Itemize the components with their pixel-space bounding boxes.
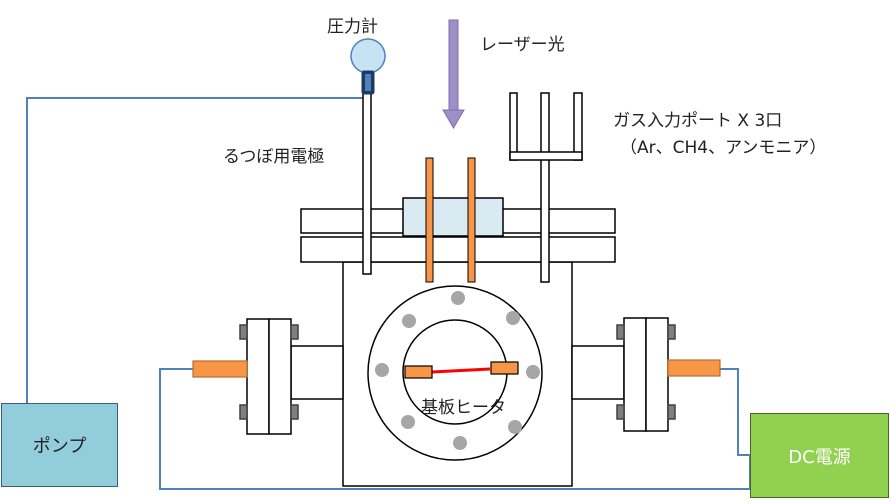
right-side-tube [571, 345, 625, 400]
dc-power-box: DC電源 [750, 413, 889, 498]
dc-power-label: DC電源 [788, 446, 851, 468]
gauge-tube [362, 92, 372, 275]
viewport-bolts [375, 291, 540, 450]
substrate-heater [404, 361, 519, 379]
left-side-tube [290, 345, 344, 400]
right-flange [616, 317, 676, 432]
laser-label: レーザー光 [480, 35, 565, 55]
pump-label: ポンプ [32, 436, 87, 457]
crucible-electrode-label: るつぼ用電極 [223, 147, 325, 167]
right-electrode [667, 359, 721, 377]
gas-port-manifold [509, 92, 583, 283]
crucible-electrode-right [467, 157, 476, 283]
pump-box: ポンプ [1, 403, 118, 487]
crucible-electrode-left [425, 157, 434, 283]
gas-ports-label: ガス入力ポート X 3口 [613, 111, 783, 131]
laser-window [402, 197, 504, 237]
pressure-gauge-label: 圧力計 [327, 17, 378, 37]
left-electrode [192, 360, 248, 378]
laser-arrow-icon [442, 19, 465, 129]
pressure-gauge-icon [350, 38, 386, 95]
lid-plate-lower [300, 236, 616, 263]
gas-types-label: （Ar、CH4、アンモニア） [620, 138, 827, 158]
left-flange [239, 318, 299, 435]
substrate-heater-label: 基板ヒータ [421, 398, 506, 418]
